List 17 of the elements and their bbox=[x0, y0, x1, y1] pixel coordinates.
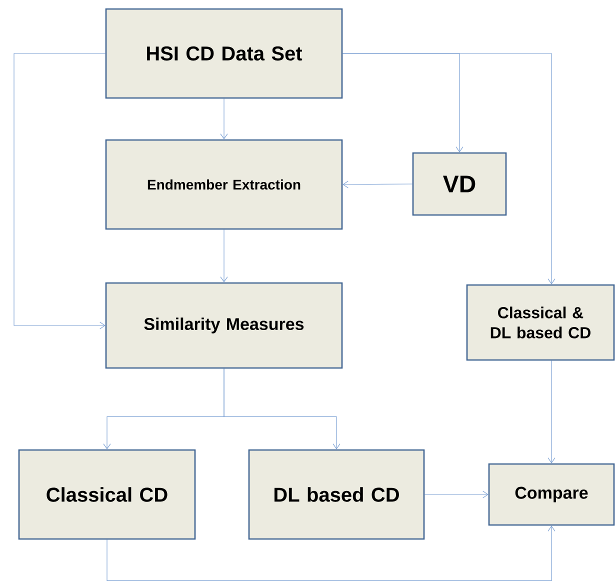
arrow bbox=[548, 360, 556, 464]
arrow bbox=[424, 490, 488, 498]
arrow bbox=[106, 526, 556, 581]
arrow bbox=[342, 53, 556, 284]
arrow bbox=[224, 368, 340, 450]
process-box: Classical & DL based CD bbox=[466, 284, 615, 361]
process-box: HSI CD Data Set bbox=[105, 8, 343, 99]
arrow bbox=[342, 180, 413, 188]
process-box: Compare bbox=[488, 463, 615, 526]
process-box: VD bbox=[412, 152, 507, 216]
process-box: Classical CD bbox=[18, 449, 196, 540]
process-box: Endmember Extraction bbox=[105, 139, 343, 230]
process-box: DL based CD bbox=[248, 449, 425, 540]
process-box: Similarity Measures bbox=[105, 282, 343, 369]
arrow bbox=[220, 229, 228, 282]
arrow bbox=[220, 98, 228, 140]
arrow bbox=[14, 53, 106, 330]
